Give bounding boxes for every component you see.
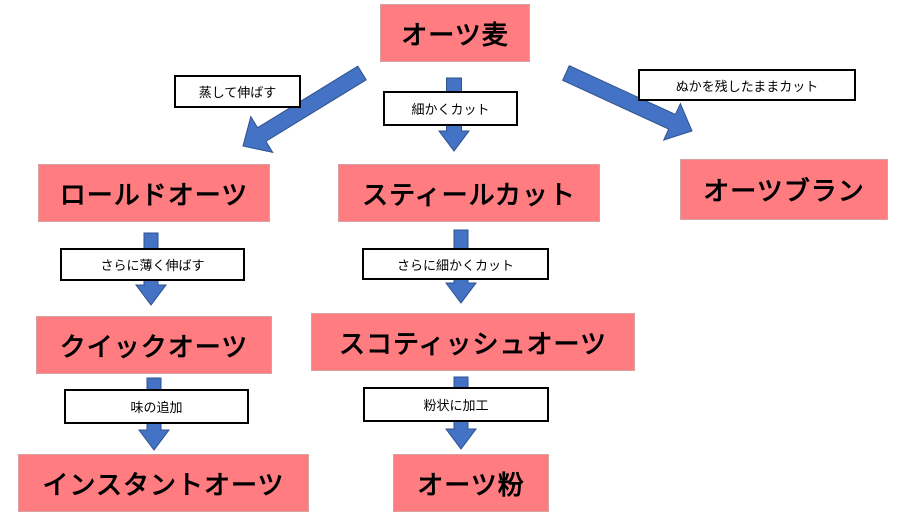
edge-label-cut-fine: 細かくカット <box>383 91 518 126</box>
node-oat-flour: オーツ粉 <box>393 454 549 512</box>
node-scottish-oats: スコティッシュオーツ <box>311 313 635 371</box>
edge-label-keep-bran: ぬかを残したままカット <box>638 69 856 101</box>
node-oat-bran: オーツブラン <box>680 159 888 220</box>
node-rolled-oats: ロールドオーツ <box>38 164 270 222</box>
edge-label-powder: 粉状に加工 <box>363 387 549 422</box>
edge-label-cut-finer: さらに細かくカット <box>362 248 549 280</box>
edge-label-flavor: 味の追加 <box>64 389 249 424</box>
arrow-oats-to-rolled <box>242 65 367 154</box>
node-instant-oats: インスタントオーツ <box>18 454 309 512</box>
arrow-oats-to-bran <box>562 65 693 141</box>
edge-label-press-thin: さらに薄く伸ばす <box>60 248 245 281</box>
node-quick-oats: クイックオーツ <box>36 316 272 374</box>
edge-label-steam-press: 蒸して伸ばす <box>174 75 301 108</box>
node-oats: オーツ麦 <box>380 4 530 62</box>
node-steel-cut: スティールカット <box>338 164 600 222</box>
